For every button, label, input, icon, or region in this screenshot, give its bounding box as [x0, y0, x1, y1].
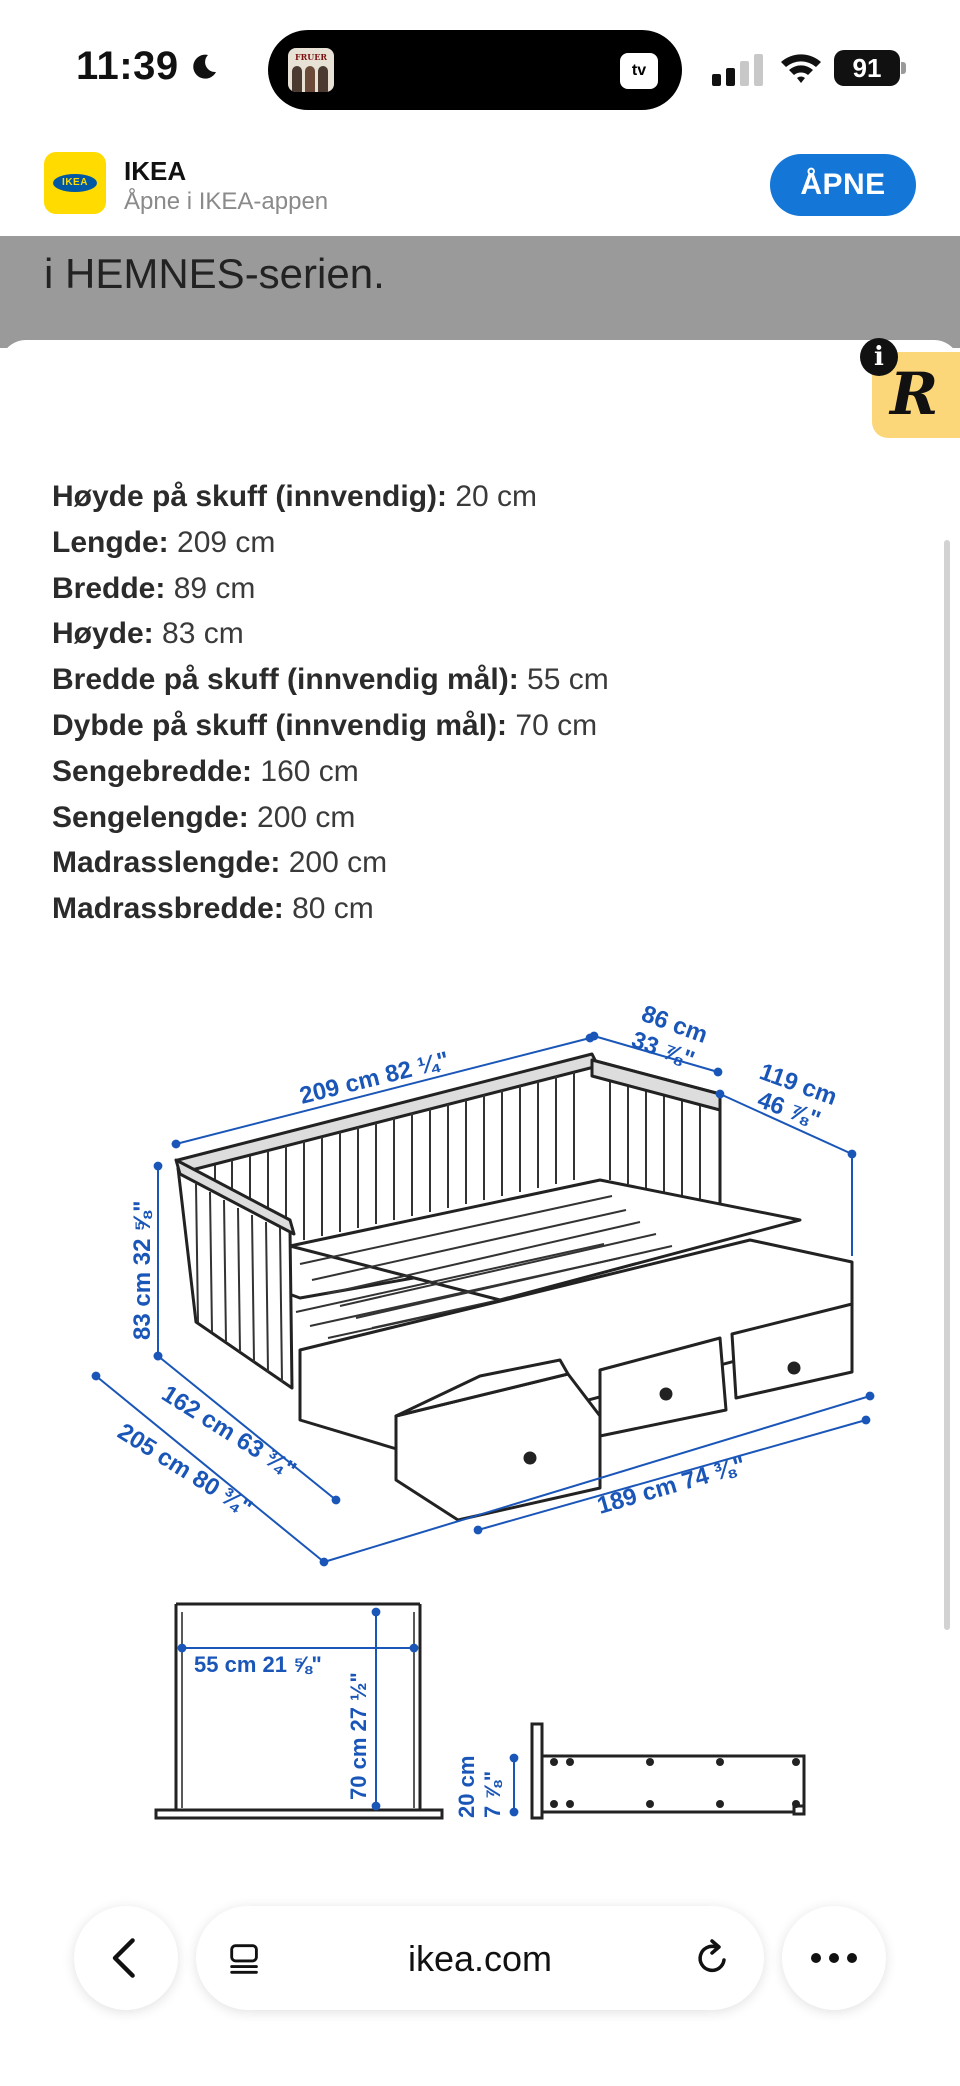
drawer-side-view	[530, 1722, 806, 1820]
artwork-title: FRUER	[294, 52, 328, 62]
spec-value: 80 cm	[283, 892, 374, 926]
status-time-text: 11:39	[76, 44, 179, 88]
spec-value: 209 cm	[168, 525, 276, 559]
spec-row: Bredde på skuff (innvendig mål): 55 cm	[52, 657, 609, 703]
dimension-lines	[91, 1031, 875, 1567]
info-icon[interactable]: i	[860, 338, 898, 376]
spec-value: 89 cm	[165, 571, 256, 605]
background-heading: i HEMNES-serien.	[44, 250, 385, 297]
dim-height-label: 83 cm 32 ⅝"	[129, 1201, 156, 1340]
spec-row: Madrassbredde: 80 cm	[52, 886, 609, 932]
spec-label: Bredde:	[52, 571, 166, 605]
banner-subtitle: Åpne i IKEA-appen	[124, 188, 329, 215]
spec-list: Høyde på skuff (innvendig): 20 cm Lengde…	[52, 474, 609, 932]
spec-label: Lengde:	[52, 525, 169, 559]
reload-icon[interactable]	[692, 1938, 732, 1978]
focus-moon-icon	[192, 54, 216, 79]
spec-row: Lengde: 209 cm	[52, 520, 609, 566]
dim-drawer-width-label: 55 cm 21 ⅝"	[194, 1652, 322, 1677]
background-page: i HEMNES-serien.	[0, 236, 960, 348]
dim-drawer-depth-label: 70 cm 27 ½"	[346, 1672, 371, 1800]
spec-label: Madrasslengde:	[52, 846, 281, 880]
spec-label: Bredde på skuff (innvendig mål):	[52, 663, 519, 697]
chevron-left-icon	[112, 1938, 135, 1978]
spec-value: 70 cm	[507, 708, 598, 742]
spec-value: 55 cm	[518, 663, 609, 697]
ikea-logo-text: IKEA	[62, 177, 88, 188]
spec-row: Høyde på skuff (innvendig): 20 cm	[52, 474, 609, 520]
browser-toolbar: ikea.com	[0, 1900, 960, 2086]
drawer-front-view	[154, 1602, 444, 1820]
scrollbar[interactable]	[944, 540, 950, 1630]
spec-row: Sengebredde: 160 cm	[52, 749, 609, 795]
spec-label: Sengebredde:	[52, 754, 253, 788]
spec-value: 83 cm	[153, 617, 244, 651]
more-button[interactable]	[782, 1906, 886, 2010]
spec-row: Dybde på skuff (innvendig mål): 70 cm	[52, 703, 609, 749]
spec-label: Høyde:	[52, 617, 154, 651]
spec-value: 160 cm	[252, 754, 359, 788]
now-playing-artwork: FRUER	[288, 48, 334, 92]
banner-app-name: IKEA	[124, 156, 187, 186]
apple-tv-label: tv	[631, 62, 647, 79]
address-bar[interactable]: ikea.com	[196, 1906, 764, 2010]
app-banner: IKEA IKEA Åpne i IKEA-appen ÅPNE	[0, 140, 960, 236]
spec-label: Madrassbredde:	[52, 892, 284, 926]
spec-value: 200 cm	[280, 846, 388, 880]
spec-label: Sengelengde:	[52, 800, 249, 834]
dim-inner-length-label: 189 cm 74 ⅜"	[594, 1452, 748, 1520]
dynamic-island[interactable]: FRUER tv	[268, 30, 682, 110]
apple-tv-icon: tv	[620, 53, 658, 89]
battery-icon: 91	[834, 50, 906, 86]
spec-row: Sengelengde: 200 cm	[52, 795, 609, 841]
spec-row: Høyde: 83 cm	[52, 611, 609, 657]
url-domain: ikea.com	[407, 1938, 553, 1979]
status-time: 11:39	[76, 44, 219, 89]
spec-label: Høyde på skuff (innvendig):	[52, 480, 448, 513]
page-menu-icon	[230, 1944, 258, 1974]
spec-row: Bredde: 89 cm	[52, 566, 609, 612]
dim-drawer-height-label: 20 cm	[454, 1756, 479, 1818]
status-bar: 11:39 FRUER tv 91	[0, 0, 960, 140]
back-button[interactable]	[74, 1906, 178, 2010]
spec-value: 20 cm	[447, 480, 538, 513]
spec-label: Dybde på skuff (innvendig mål):	[52, 708, 508, 742]
spec-row: Madrasslengde: 200 cm	[52, 840, 609, 886]
wifi-icon	[781, 54, 821, 83]
dimension-diagram: 209 cm 82 ¼" 86 cm 33 ⅞" 119 cm 46 ⅞" 83…	[91, 1000, 875, 1820]
r-logo-icon: R	[890, 360, 939, 428]
ellipsis-icon	[811, 1953, 857, 1963]
dim-drawer-height-in-label: 7 ⅞"	[480, 1771, 505, 1818]
spec-value: 200 cm	[248, 800, 356, 834]
cellular-signal-icon	[712, 52, 763, 86]
ikea-logo: IKEA	[44, 152, 106, 214]
battery-level: 91	[834, 50, 900, 86]
open-in-app-button[interactable]: ÅPNE	[770, 154, 916, 216]
